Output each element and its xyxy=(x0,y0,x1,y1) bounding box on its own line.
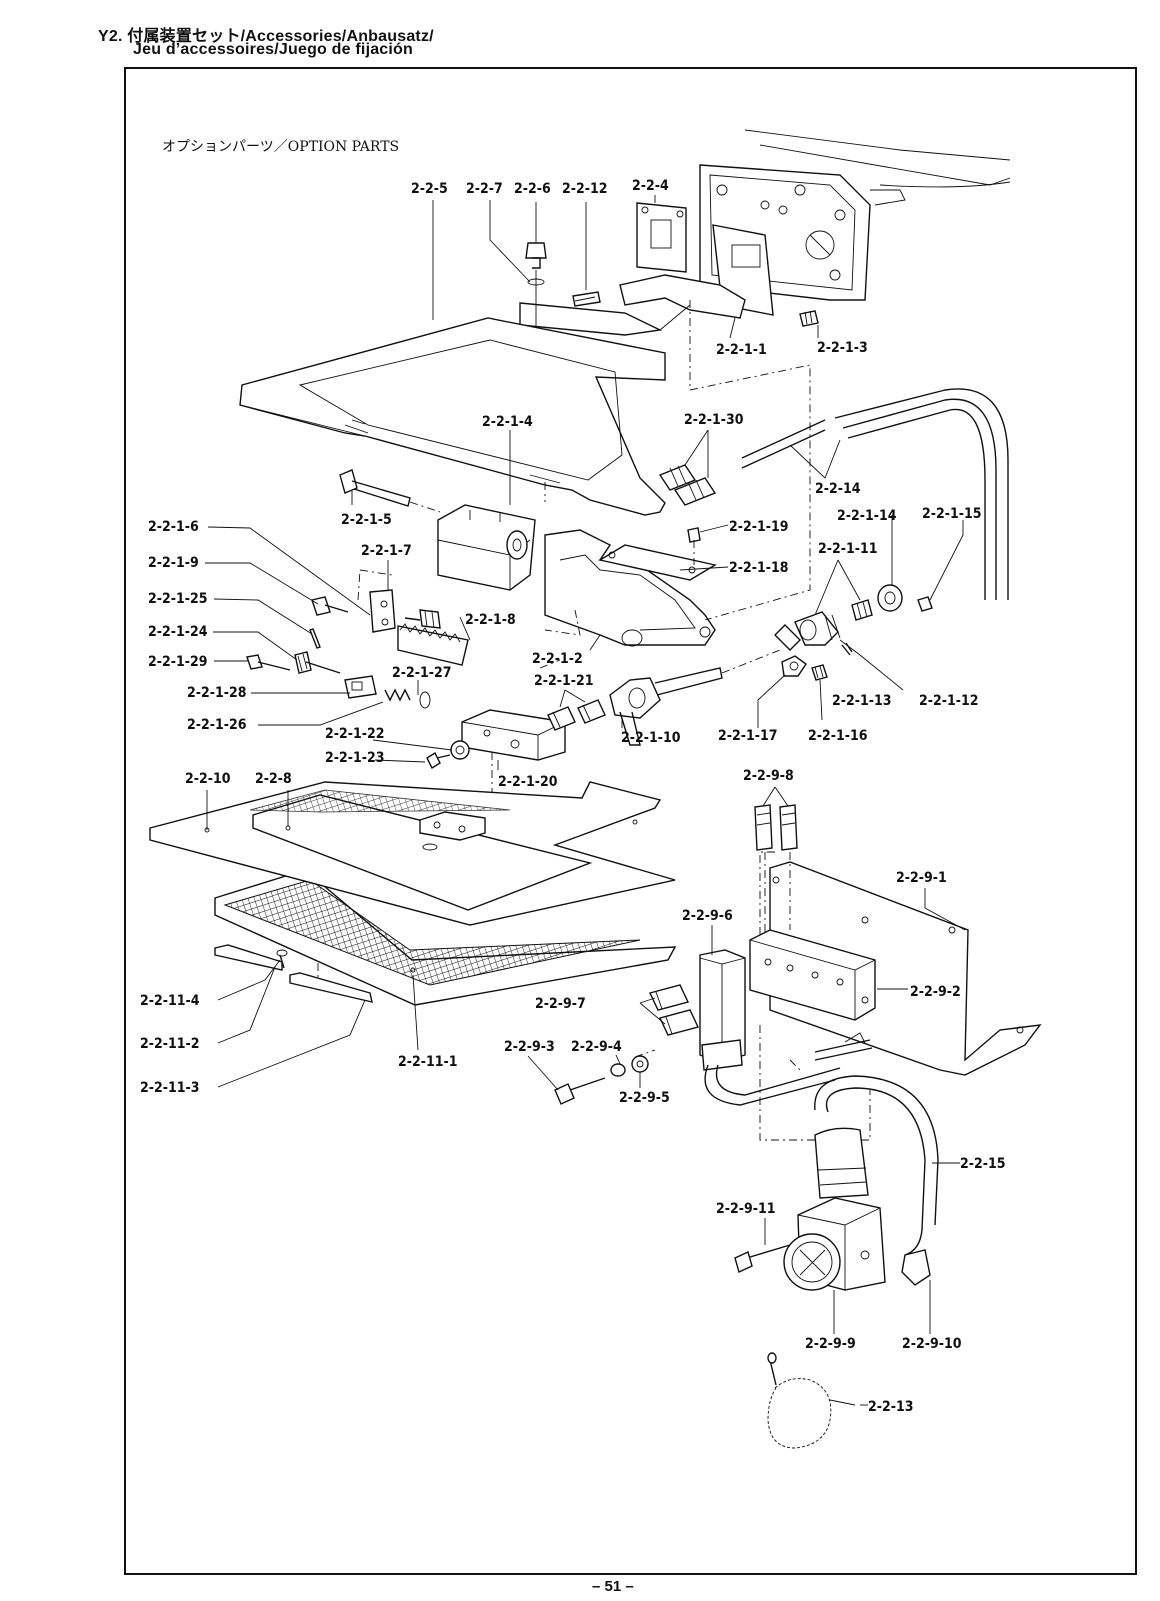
label-2-2-1-21: 2-2-1-21 xyxy=(534,673,594,689)
label-2-2-1-2: 2-2-1-2 xyxy=(532,651,583,667)
regulator-drawing xyxy=(734,1075,939,1291)
label-2-2-11-1: 2-2-11-1 xyxy=(398,1054,458,1070)
label-2-2-1-29: 2-2-1-29 xyxy=(148,654,208,670)
small-parts-left-drawing xyxy=(246,589,566,770)
small-parts-right-drawing xyxy=(547,584,933,746)
label-2-2-1-12: 2-2-1-12 xyxy=(919,693,979,709)
label-2-2-1-20: 2-2-1-20 xyxy=(498,774,558,790)
label-2-2-1-13: 2-2-1-13 xyxy=(832,693,892,709)
label-2-2-1-22: 2-2-1-22 xyxy=(325,726,385,742)
label-2-2-1-26: 2-2-1-26 xyxy=(187,717,247,733)
tube-drawing xyxy=(741,388,1009,600)
label-2-2-1-27: 2-2-1-27 xyxy=(392,665,452,681)
diagram-frame xyxy=(124,67,1137,1575)
leader-lines xyxy=(205,195,966,1406)
label-2-2-9-4: 2-2-9-4 xyxy=(571,1039,622,1055)
chain-drawing xyxy=(767,1352,856,1449)
bracket-assembly-drawing xyxy=(519,202,819,336)
header-line-1: Y2. 付属装置セット/Accessories/Anbausatz/ xyxy=(98,28,434,45)
label-2-2-11-4: 2-2-11-4 xyxy=(140,993,200,1009)
label-2-2-9-8: 2-2-9-8 xyxy=(743,768,794,784)
label-2-2-1-10: 2-2-1-10 xyxy=(621,730,681,746)
diagram-subtitle: オプションパーツ／OPTION PARTS xyxy=(162,139,400,155)
cylinder-drawing xyxy=(437,504,536,591)
label-2-2-9-5: 2-2-9-5 xyxy=(619,1090,670,1106)
label-2-2-1-30: 2-2-1-30 xyxy=(684,412,744,428)
plates-drawing xyxy=(149,781,677,1006)
label-2-2-11-2: 2-2-11-2 xyxy=(140,1036,200,1052)
label-2-2-10: 2-2-10 xyxy=(185,771,231,787)
label-2-2-14: 2-2-14 xyxy=(815,481,861,497)
label-2-2-12: 2-2-12 xyxy=(562,181,608,197)
label-2-2-7: 2-2-7 xyxy=(466,181,503,197)
frame-part-drawing xyxy=(239,317,666,516)
label-2-2-9-1: 2-2-9-1 xyxy=(896,870,947,886)
label-2-2-9-9: 2-2-9-9 xyxy=(805,1336,856,1352)
label-2-2-1-28: 2-2-1-28 xyxy=(187,685,247,701)
label-2-2-1-5: 2-2-1-5 xyxy=(341,512,392,528)
label-2-2-1-23: 2-2-1-23 xyxy=(325,750,385,766)
label-2-2-1-7: 2-2-1-7 xyxy=(361,543,412,559)
label-2-2-4: 2-2-4 xyxy=(632,178,669,194)
long-screw-drawing xyxy=(339,469,441,513)
valve-assembly-drawing xyxy=(554,804,1042,1106)
label-2-2-8: 2-2-8 xyxy=(255,771,292,787)
label-2-2-1-6: 2-2-1-6 xyxy=(148,519,199,535)
label-2-2-13: 2-2-13 xyxy=(868,1399,914,1415)
label-2-2-1-15: 2-2-1-15 xyxy=(922,506,982,522)
label-2-2-15: 2-2-15 xyxy=(960,1156,1006,1172)
fittings-drawing xyxy=(658,464,717,506)
label-2-2-9-10: 2-2-9-10 xyxy=(902,1336,962,1352)
label-2-2-5: 2-2-5 xyxy=(411,181,448,197)
label-2-2-1-24: 2-2-1-24 xyxy=(148,624,208,640)
support-block-drawing xyxy=(544,527,717,647)
label-2-2-1-17: 2-2-1-17 xyxy=(718,728,778,744)
label-2-2-9-2: 2-2-9-2 xyxy=(910,984,961,1000)
label-2-2-1-25: 2-2-1-25 xyxy=(148,591,208,607)
label-2-2-1-18: 2-2-1-18 xyxy=(729,560,789,576)
label-2-2-1-19: 2-2-1-19 xyxy=(729,519,789,535)
label-2-2-9-7: 2-2-9-7 xyxy=(535,996,586,1012)
label-2-2-6: 2-2-6 xyxy=(514,181,551,197)
part-labels: 2-2-5 2-2-7 2-2-6 2-2-12 2-2-4 2-2-1-1 2… xyxy=(140,178,1006,1415)
label-2-2-1-1: 2-2-1-1 xyxy=(716,342,767,358)
label-2-2-9-6: 2-2-9-6 xyxy=(682,908,733,924)
label-2-2-9-11: 2-2-9-11 xyxy=(716,1201,776,1217)
header-line-2: Jeu d’accessoires/Juego de fijación xyxy=(133,41,413,58)
page-number: – 51 – xyxy=(592,1578,634,1595)
label-2-2-1-8: 2-2-1-8 xyxy=(465,612,516,628)
label-2-2-1-11: 2-2-1-11 xyxy=(818,541,878,557)
clamp-bars-drawing xyxy=(214,944,373,1003)
label-2-2-9-3: 2-2-9-3 xyxy=(504,1039,555,1055)
label-2-2-11-3: 2-2-11-3 xyxy=(140,1080,200,1096)
label-2-2-1-4: 2-2-1-4 xyxy=(482,414,533,430)
label-2-2-1-9: 2-2-1-9 xyxy=(148,555,199,571)
label-2-2-1-3: 2-2-1-3 xyxy=(817,340,868,356)
label-2-2-1-16: 2-2-1-16 xyxy=(808,728,868,744)
label-2-2-1-14: 2-2-1-14 xyxy=(837,508,897,524)
